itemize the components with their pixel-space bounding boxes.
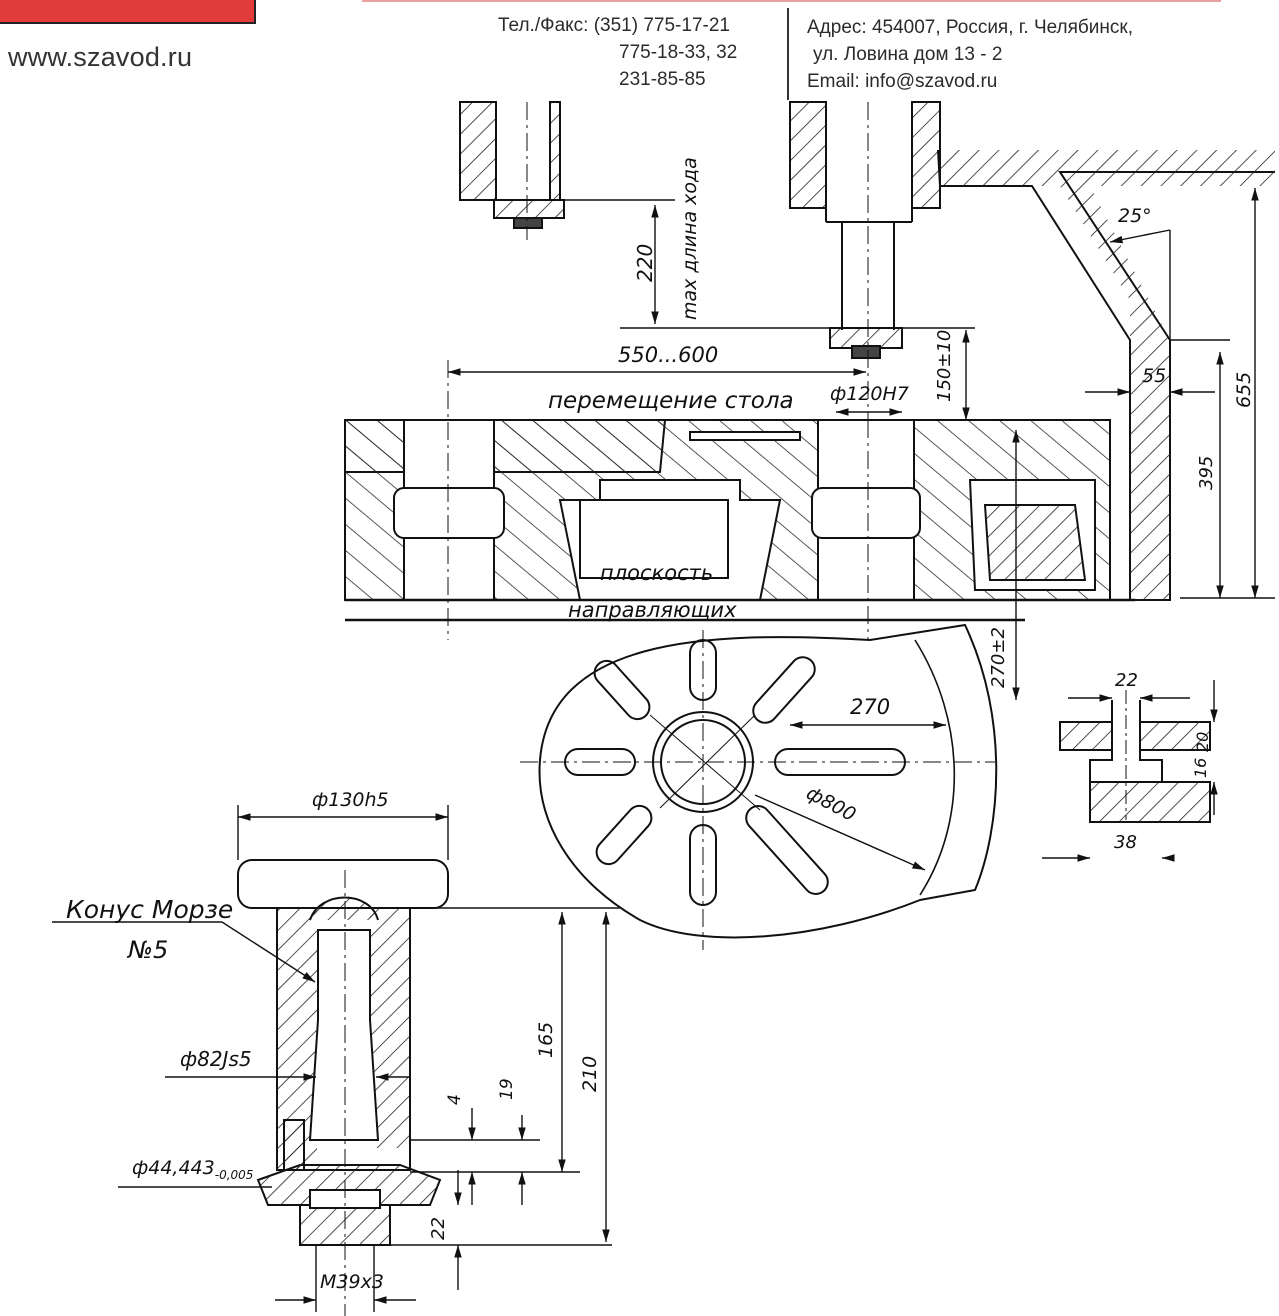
label-m39: M39x3 [320,1271,384,1293]
label-55: 55 [1142,365,1166,387]
label-slot-22: 22 [1115,670,1138,691]
label-slot-38: 38 [1114,832,1137,853]
phone-line-2: 775-18-33, 32 [619,42,738,63]
tool-holder [237,859,449,1316]
spindle-left [459,101,565,240]
label-150: 150±10 [934,330,955,402]
label-plane-1: плоскость [600,561,713,585]
label-morse-1: Конус Морзе [66,895,233,924]
table-section [344,360,1135,640]
label-550-600: 550...600 [618,343,718,367]
address-line-2: ул. Ловина дом 13 - 2 [813,44,1003,65]
label-table-move: перемещение стола [548,388,794,414]
header-accent-bar [0,0,256,24]
phone-line-3: 231-85-85 [619,69,706,90]
dimension-lines [52,188,1275,1312]
label-slot-20: 20 [1193,732,1212,752]
label-270-2: 270±2 [988,627,1009,688]
label-d120: ф120H7 [830,383,909,405]
label-d130: ф130h5 [312,789,389,811]
phone-block: Тел./Факс: (351) 775-17-21 775-18-33, 32… [498,12,737,93]
spindle-right [789,101,941,420]
label-210: 210 [579,1056,601,1092]
label-slot-16: 16 [1191,758,1210,778]
column-body [937,149,1275,601]
website-link[interactable]: www.szavod.ru [8,42,193,72]
header-separator [787,8,789,100]
label-270: 270 [850,695,890,719]
email-line[interactable]: Email: info@szavod.ru [807,71,998,92]
t-slot-detail [1059,690,1211,823]
phone-line-1: Тел./Факс: (351) 775-17-21 [498,15,730,36]
address-line-1: Адрес: 454007, Россия, г. Челябинск, [807,17,1133,38]
header-rule [362,0,1221,2]
label-max-stroke: max длина хода [679,157,701,320]
label-19: 19 [497,1078,517,1100]
label-plane-2: направляющих [568,598,737,622]
label-655: 655 [1233,372,1255,408]
address-block: Адрес: 454007, Россия, г. Челябинск, ул.… [807,14,1133,95]
label-morse-2: №5 [126,936,168,964]
label-22b: 22 [428,1217,449,1240]
label-395: 395 [1196,456,1217,490]
label-d44: ф44,443-0,005 [132,1157,253,1182]
round-table-plan [520,623,998,950]
label-d82: ф82Js5 [180,1047,252,1071]
label-220: 220 [633,244,657,282]
label-4: 4 [445,1094,465,1105]
label-165: 165 [535,1022,557,1058]
label-25deg: 25° [1118,205,1152,227]
dimension-labels: 220 max длина хода 550...600 перемещение… [66,157,1255,1293]
